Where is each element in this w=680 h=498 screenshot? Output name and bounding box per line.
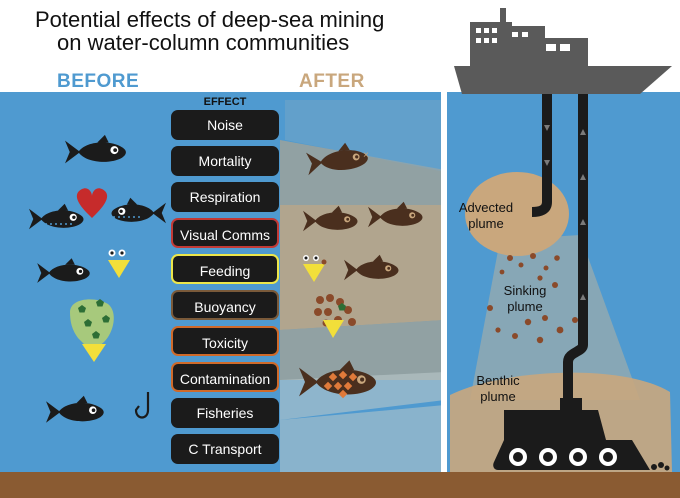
sediment-floor — [0, 472, 680, 498]
effect-fisheries: Fisheries — [171, 398, 279, 428]
panel-divider — [441, 92, 447, 472]
effect-buoyancy: Buoyancy — [171, 290, 279, 320]
effect-visual-comms: Visual Comms — [171, 218, 279, 248]
sinking-plume-area — [470, 235, 640, 400]
effect-feeding: Feeding — [171, 254, 279, 284]
phytoplankton-icon — [70, 299, 114, 362]
page-title: Potential effects of deep-sea mining on … — [35, 8, 384, 54]
ship-icon — [454, 8, 672, 94]
dead-eye-mark: × — [363, 150, 369, 161]
effect-mortality: Mortality — [171, 146, 279, 176]
title-line-2: on water-column communities — [57, 30, 350, 55]
zooplankton-icon — [303, 255, 327, 282]
after-heading: AFTER — [299, 71, 365, 92]
effect-toxicity: Toxicity — [171, 326, 279, 356]
heart-icon — [76, 188, 108, 218]
mining-vehicle-icon — [493, 398, 670, 471]
effect-c-transport: C Transport — [171, 434, 279, 464]
zooplankton-icon — [108, 249, 130, 278]
sediment-particles — [487, 253, 578, 344]
hook-icon — [134, 392, 150, 419]
effect-heading: EFFECT — [203, 96, 247, 108]
effect-respiration: Respiration — [171, 182, 279, 212]
contaminated-fish-icon — [299, 360, 376, 399]
effect-contamination: Contamination — [171, 362, 279, 392]
particle-cluster-icon — [314, 294, 356, 338]
title-line-1: Potential effects of deep-sea mining — [35, 7, 385, 32]
riser-pipe-icon — [531, 94, 588, 398]
before-heading: BEFORE — [57, 71, 140, 92]
effect-noise: Noise — [171, 110, 279, 140]
